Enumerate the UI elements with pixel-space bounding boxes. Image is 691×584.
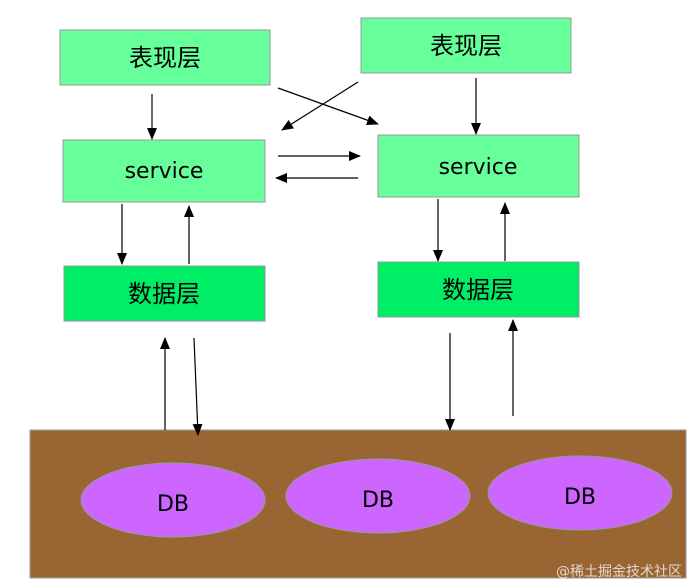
arrow-left-data-to-db <box>192 337 203 436</box>
right-service-layer: service <box>377 134 580 198</box>
db-label-2: DB <box>362 488 394 513</box>
right-presentation-layer: 表现层 <box>360 17 572 74</box>
left-service-layer: service <box>62 139 266 203</box>
right-service-label: service <box>439 155 518 180</box>
arrow-left-pres-to-right-service <box>277 87 379 125</box>
right-data-layer: 数据层 <box>377 261 580 318</box>
left-presentation-layer: 表现层 <box>59 29 271 86</box>
db-node-2: DB <box>285 458 471 534</box>
left-service-label: service <box>125 159 204 184</box>
left-data-label: 数据层 <box>128 280 200 308</box>
watermark-text: @稀土掘金技术社区 <box>556 564 682 580</box>
db-label-1: DB <box>157 492 189 517</box>
db-label-3: DB <box>564 485 596 510</box>
arrow-right-pres-to-left-service <box>281 81 359 131</box>
db-node-3: DB <box>487 455 673 531</box>
right-data-label: 数据层 <box>442 276 514 304</box>
db-node-1: DB <box>80 462 266 538</box>
left-presentation-label: 表现层 <box>129 44 201 72</box>
left-data-layer: 数据层 <box>63 265 266 322</box>
right-presentation-label: 表现层 <box>430 32 502 60</box>
